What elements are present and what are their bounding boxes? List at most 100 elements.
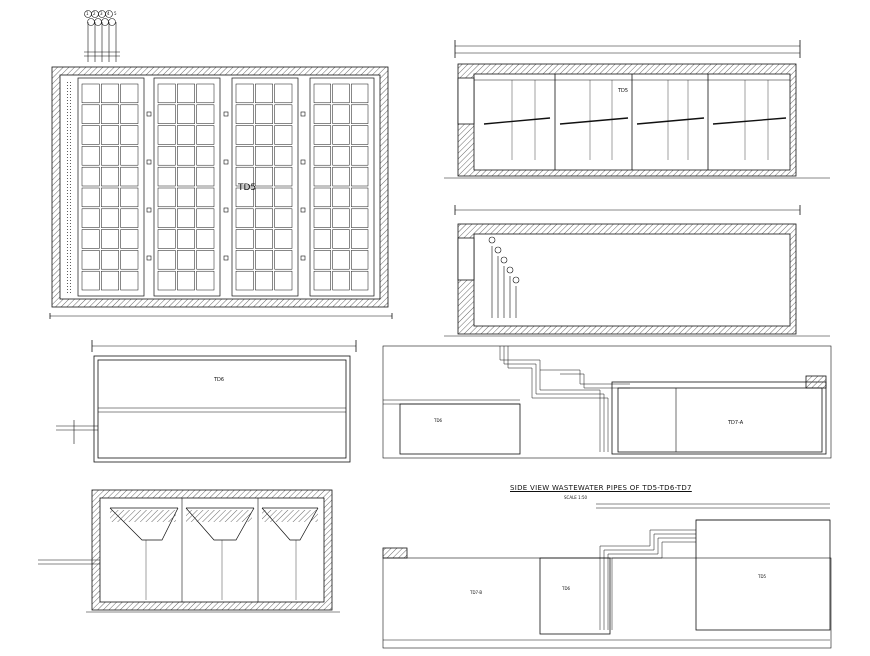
plan-cell bbox=[235, 83, 254, 104]
section-a bbox=[444, 40, 830, 179]
plan-cell bbox=[274, 229, 293, 249]
plan-cell bbox=[274, 146, 293, 166]
pipe-number-2: 2 bbox=[93, 11, 96, 16]
plan-cell bbox=[196, 83, 215, 104]
side-view-title: SIDE VIEW WASTEWATER PIPES OF TD5-TD6-TD… bbox=[510, 484, 692, 492]
section-b bbox=[444, 205, 830, 337]
plan-cell bbox=[120, 270, 139, 291]
plan-cell bbox=[81, 187, 100, 208]
plan-cell bbox=[157, 146, 176, 166]
plan-cell bbox=[274, 166, 293, 187]
plan-cell bbox=[235, 125, 254, 145]
plan-cell bbox=[101, 146, 119, 166]
pipe-number-1: 1 bbox=[86, 11, 89, 16]
plan-cell bbox=[274, 83, 293, 104]
plan-bays bbox=[77, 77, 375, 297]
plan-cell bbox=[235, 270, 254, 291]
plan-cell bbox=[332, 250, 350, 270]
plan-cell bbox=[177, 83, 195, 104]
plan-cell bbox=[81, 146, 100, 166]
plan-cell bbox=[196, 229, 215, 249]
plan-cell bbox=[274, 125, 293, 145]
side-view-pipes bbox=[382, 345, 832, 459]
plan-cell bbox=[255, 229, 273, 249]
plan-cell bbox=[196, 104, 215, 124]
plan-cell bbox=[177, 208, 195, 228]
pipe-number-5: 5 bbox=[114, 11, 117, 16]
plan-view bbox=[49, 10, 393, 319]
plan-cell bbox=[313, 270, 331, 291]
plan-cell bbox=[351, 166, 369, 187]
plan-cell bbox=[81, 104, 100, 124]
plan-cell bbox=[177, 104, 195, 124]
plan-cell bbox=[332, 208, 350, 228]
plan-cell bbox=[101, 250, 119, 270]
plan-cell bbox=[120, 104, 139, 124]
plan-cell bbox=[157, 83, 176, 104]
plan-cell bbox=[313, 146, 331, 166]
plan-cell bbox=[235, 104, 254, 124]
pipe-risers bbox=[84, 10, 120, 62]
plan-cell bbox=[255, 125, 273, 145]
plan-cell bbox=[313, 229, 331, 249]
plan-cell bbox=[196, 187, 215, 208]
plan-cell bbox=[332, 146, 350, 166]
plan-cell bbox=[255, 187, 273, 208]
plan-cell bbox=[157, 166, 176, 187]
plan-markers bbox=[146, 111, 306, 261]
plan-cell bbox=[313, 187, 331, 208]
plan-cell bbox=[351, 125, 369, 145]
pipe-number-4: 4 bbox=[107, 11, 110, 16]
plan-cell bbox=[177, 270, 195, 291]
plan-cell bbox=[120, 250, 139, 270]
plan-cell bbox=[196, 125, 215, 145]
plan-cell bbox=[313, 104, 331, 124]
plan-cell bbox=[81, 250, 100, 270]
plan-cell bbox=[332, 125, 350, 145]
plan-cell bbox=[313, 166, 331, 187]
plan-cell bbox=[177, 250, 195, 270]
plan-cell bbox=[351, 229, 369, 249]
plan-cell bbox=[235, 208, 254, 228]
plan-cell bbox=[351, 146, 369, 166]
plan-cell bbox=[177, 187, 195, 208]
plan-cell bbox=[120, 208, 139, 228]
plan-cell bbox=[351, 270, 369, 291]
plan-cell bbox=[157, 250, 176, 270]
plan-cell bbox=[351, 83, 369, 104]
plan-cell bbox=[120, 229, 139, 249]
scale-note: SCALE 1:50 bbox=[564, 495, 588, 500]
plan-cell bbox=[81, 83, 100, 104]
side-tank-label: TD6 bbox=[214, 377, 225, 383]
plan-cell bbox=[81, 125, 100, 145]
plan-cell bbox=[157, 125, 176, 145]
plan-cell bbox=[351, 187, 369, 208]
plan-cell bbox=[120, 83, 139, 104]
plan-cell bbox=[255, 208, 273, 228]
plan-cell bbox=[157, 104, 176, 124]
plan-cell bbox=[196, 250, 215, 270]
right-tank-label: TD7-A bbox=[728, 420, 744, 426]
plan-cell bbox=[332, 187, 350, 208]
plan-cell bbox=[235, 229, 254, 249]
plan-cell bbox=[101, 208, 119, 228]
plan-cell bbox=[81, 270, 100, 291]
plan-cell bbox=[351, 208, 369, 228]
plan-cell bbox=[255, 104, 273, 124]
plan-cell bbox=[120, 125, 139, 145]
plan-cell bbox=[332, 104, 350, 124]
section-td5 bbox=[38, 489, 340, 613]
plan-cell bbox=[177, 229, 195, 249]
section-td6 bbox=[56, 340, 357, 463]
plan-cell bbox=[274, 208, 293, 228]
lower-mid-tank-label: TD6 bbox=[562, 586, 571, 591]
lower-side-view bbox=[382, 503, 832, 649]
plan-cell bbox=[274, 104, 293, 124]
plan-cell bbox=[235, 250, 254, 270]
plan-cell bbox=[255, 166, 273, 187]
plan-cell bbox=[255, 270, 273, 291]
plan-cell bbox=[313, 208, 331, 228]
pipe-number-3: 3 bbox=[100, 11, 103, 16]
left-tank-label: TD6 bbox=[434, 418, 443, 423]
